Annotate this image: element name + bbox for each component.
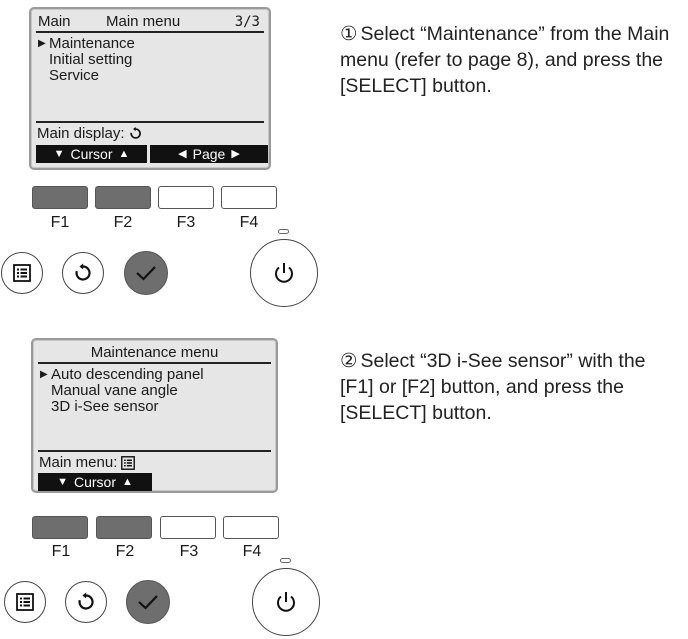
softkey-bar: ▼ Cursor ▲ ◀ Page ▶ bbox=[36, 145, 268, 163]
softkey-bar: ▼ Cursor ▲ bbox=[38, 473, 152, 491]
footer-hint: Main display: bbox=[37, 125, 142, 142]
f4-button[interactable] bbox=[223, 516, 279, 539]
operation-lamp bbox=[278, 229, 289, 234]
f2-label: F2 bbox=[115, 543, 135, 560]
f4-label: F4 bbox=[239, 214, 259, 231]
f3-label: F3 bbox=[179, 543, 199, 560]
select-button[interactable] bbox=[124, 251, 168, 295]
softkey-cursor: ▼ Cursor ▲ bbox=[38, 473, 152, 491]
screen-header: Maintenance menu bbox=[38, 344, 271, 364]
menu-item-maintenance[interactable]: ▶ Maintenance bbox=[38, 35, 135, 52]
menu-icon bbox=[16, 593, 34, 611]
screen-header: Main Main menu 3/3 bbox=[36, 13, 264, 33]
left-triangle-icon: ◀ bbox=[178, 148, 187, 160]
header-main-label: Main bbox=[38, 13, 71, 30]
on-off-button[interactable] bbox=[250, 239, 318, 307]
up-triangle-icon: ▲ bbox=[122, 476, 133, 488]
f2-label: F2 bbox=[113, 214, 133, 231]
f1-label: F1 bbox=[50, 214, 70, 231]
menu-item-initial-setting[interactable]: Initial setting bbox=[49, 51, 133, 68]
f1-button[interactable] bbox=[32, 186, 88, 209]
f1-label: F1 bbox=[51, 543, 71, 560]
step-number: ② bbox=[340, 350, 358, 372]
menu-item-auto-descending-panel[interactable]: ▶ Auto descending panel bbox=[40, 366, 204, 383]
checkmark-icon bbox=[138, 595, 158, 610]
select-button[interactable] bbox=[126, 580, 170, 624]
f3-button[interactable] bbox=[160, 516, 216, 539]
step-number: ① bbox=[340, 23, 358, 45]
lcd-screen: Main Main menu 3/3 ▶ Maintenance Initial… bbox=[29, 7, 271, 170]
f2-button[interactable] bbox=[95, 186, 151, 209]
return-button[interactable] bbox=[62, 252, 104, 294]
checkmark-icon bbox=[136, 266, 156, 281]
menu-icon bbox=[121, 455, 136, 470]
menu-button[interactable] bbox=[1, 252, 43, 294]
cursor-arrow-icon: ▶ bbox=[38, 38, 46, 49]
menu-list: ▶ Auto descending panel Manual vane angl… bbox=[39, 367, 204, 415]
f3-label: F3 bbox=[176, 214, 196, 231]
f3-button[interactable] bbox=[158, 186, 214, 209]
power-icon bbox=[275, 263, 293, 283]
power-icon bbox=[277, 592, 295, 612]
remote-controller-step-2: Maintenance menu ▶ Auto descending panel… bbox=[0, 320, 330, 639]
remote-controller-step-1: Main Main menu 3/3 ▶ Maintenance Initial… bbox=[0, 0, 330, 320]
softkey-cursor: ▼ Cursor ▲ bbox=[36, 145, 147, 163]
cursor-arrow-icon: ▶ bbox=[40, 369, 48, 380]
down-triangle-icon: ▼ bbox=[53, 148, 65, 160]
footer-divider bbox=[38, 450, 271, 452]
menu-item-manual-vane-angle[interactable]: Manual vane angle bbox=[51, 382, 178, 399]
menu-button[interactable] bbox=[4, 581, 46, 623]
step-text: Select “3D i-See sensor” with the [F1] o… bbox=[340, 350, 646, 424]
f1-button[interactable] bbox=[32, 516, 88, 539]
page-indicator: 3/3 bbox=[234, 14, 260, 30]
return-icon bbox=[78, 592, 94, 610]
softkey-page: ◀ Page ▶ bbox=[150, 145, 268, 163]
f4-button[interactable] bbox=[221, 186, 277, 209]
down-triangle-icon: ▼ bbox=[57, 476, 68, 488]
menu-item-3d-i-see-sensor[interactable]: 3D i-See sensor bbox=[51, 398, 159, 415]
lcd-screen: Maintenance menu ▶ Auto descending panel… bbox=[31, 338, 278, 493]
return-icon bbox=[129, 127, 141, 139]
f2-button[interactable] bbox=[96, 516, 152, 539]
screen-title: Maintenance menu bbox=[90, 344, 219, 361]
menu-item-service[interactable]: Service bbox=[49, 67, 100, 84]
screen-title: Main menu bbox=[106, 13, 181, 30]
menu-list: ▶ Maintenance Initial setting Service bbox=[37, 36, 135, 84]
return-button[interactable] bbox=[65, 581, 107, 623]
on-off-button[interactable] bbox=[252, 568, 320, 636]
menu-icon bbox=[13, 264, 31, 282]
f4-label: F4 bbox=[242, 543, 262, 560]
return-icon bbox=[75, 263, 91, 281]
operation-lamp bbox=[280, 558, 291, 563]
right-triangle-icon: ▶ bbox=[231, 148, 240, 160]
footer-hint: Main menu: bbox=[39, 454, 136, 471]
step-text: Select “Maintenance” from the Main menu … bbox=[340, 23, 670, 97]
up-triangle-icon: ▲ bbox=[118, 148, 130, 160]
footer-divider bbox=[36, 121, 264, 123]
